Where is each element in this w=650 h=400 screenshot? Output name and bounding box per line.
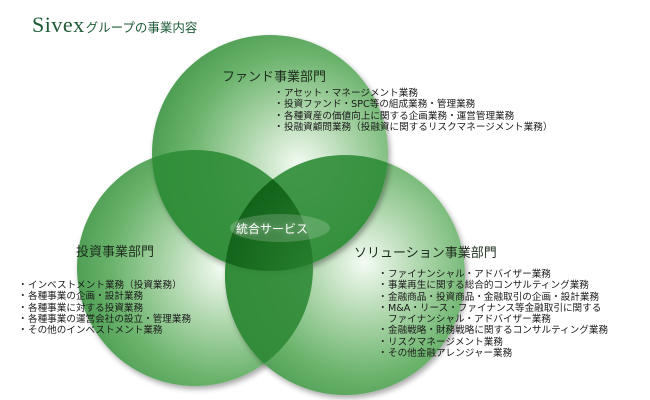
bullet: ・: [274, 99, 284, 111]
list-item: ・事業再生に関する総合的コンサルティング業務: [378, 280, 589, 292]
title-suffix: グループの事業内容: [85, 20, 198, 35]
list-item: ・M&A・リース・ファイナンス等金融取引に関する: [378, 302, 602, 314]
bullet: ・: [378, 348, 388, 360]
list-item: ・各種事業に対する投資業務: [18, 302, 144, 314]
list-item: ・ファイナンシャル・アドバイザー業務: [378, 269, 551, 280]
list-item: ・アセット・マネージメント業務: [274, 88, 418, 99]
bullet: ・: [274, 121, 284, 133]
bullet: ・: [18, 302, 28, 314]
center-glow: [230, 214, 330, 242]
bullet: ・: [18, 325, 28, 337]
bullet: ・: [18, 291, 28, 303]
solution-division-label: ソリューション事業部門: [354, 246, 497, 261]
fund-item-list: ・アセット・マネージメント業務 ・投資ファンド・SPC等の組成業務・管理業務 ・…: [274, 88, 552, 133]
bullet: ・: [378, 280, 388, 292]
bullet: ・: [274, 88, 284, 99]
list-item: ・その他金融アレンジャー業務: [378, 348, 513, 360]
list-item-continuation: ファイナンシャル・アドバイザー業務: [388, 314, 551, 326]
fund-division-label: ファンド事業部門: [222, 70, 327, 85]
list-item: ・金融戦略・財務戦略に関するコンサルティング業務: [378, 325, 609, 337]
investment-division-label: 投資事業部門: [76, 245, 155, 260]
bullet: ・: [378, 269, 388, 280]
list-item: ・各種事業の企画・設計業務: [18, 291, 144, 303]
bullet: ・: [274, 110, 284, 122]
list-item: ・その他のインベストメント業務: [18, 325, 163, 337]
list-item: ・リスクマネージメント業務: [378, 336, 503, 348]
bullet: ・: [378, 302, 388, 314]
list-item: ・金融商品・投資商品・金融取引の企画・設計業務: [378, 291, 600, 303]
integrated-service-label: 統合サービス: [236, 222, 309, 236]
brand-logo-text: Sivex: [32, 12, 85, 37]
bullet: ・: [378, 325, 388, 337]
bullet: ・: [18, 313, 28, 325]
bullet: ・: [18, 280, 28, 291]
investment-item-list: ・インベストメント業務（投資業務） ・各種事業の企画・設計業務 ・各種事業に対す…: [18, 280, 191, 336]
list-item: ・各種事業の運営会社の設立・管理業務: [18, 313, 192, 325]
list-item: ・インベストメント業務（投資業務）: [18, 280, 182, 291]
page-title: Sivex グループの事業内容: [32, 12, 197, 38]
overlap-center: [225, 155, 313, 271]
solution-item-list: ・ファイナンシャル・アドバイザー業務 ・事業再生に関する総合的コンサルティング業…: [378, 269, 608, 359]
list-item: ・投融資顧問業務（投融資に関するリスクマネージメント業務）: [274, 121, 553, 133]
list-item: ・投資ファンド・SPC等の組成業務・管理業務: [274, 99, 476, 111]
list-item: ・各種資産の価値向上に関する企画業務・運営管理業務: [274, 110, 515, 122]
bullet: ・: [378, 291, 388, 303]
bullet: ・: [378, 336, 388, 348]
